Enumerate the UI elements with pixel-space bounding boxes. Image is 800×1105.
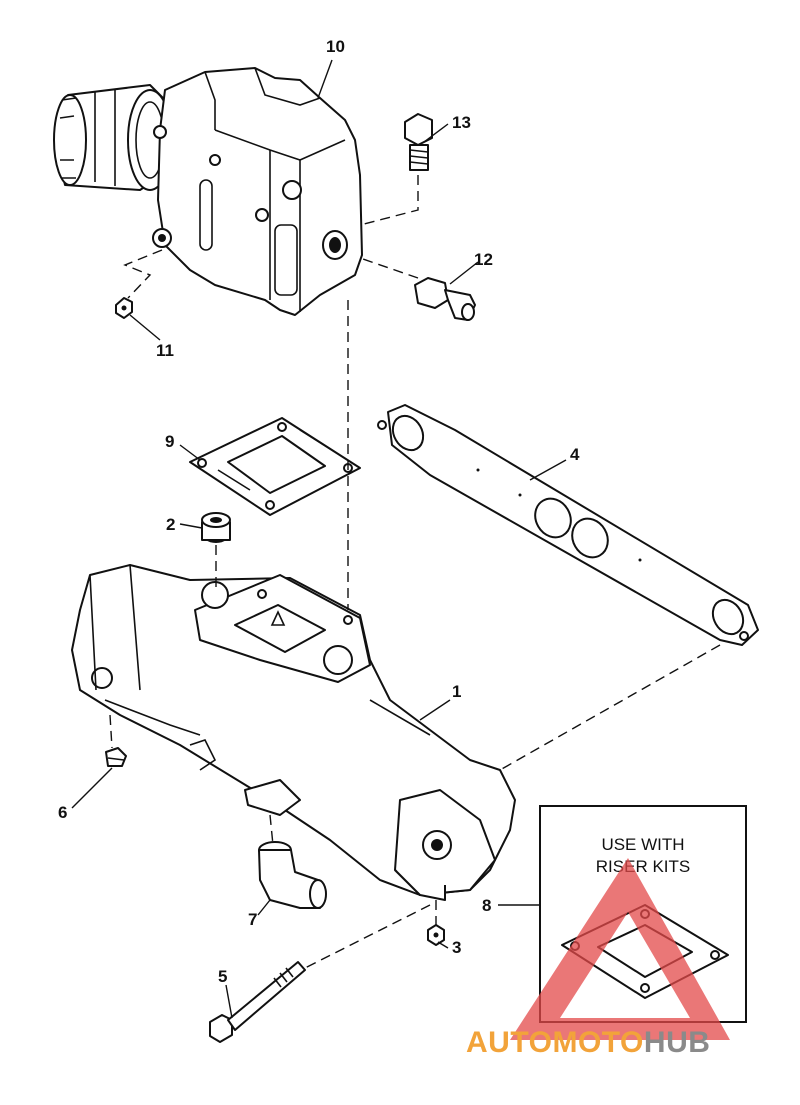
callout-1: 1 xyxy=(452,682,461,701)
manifold-gasket-part-4 xyxy=(377,404,759,646)
stud-bolt-part-5 xyxy=(209,961,306,1043)
note-line-1: USE WITH xyxy=(601,835,684,854)
nut-part-3 xyxy=(427,924,445,946)
callout-3: 3 xyxy=(452,938,461,957)
watermark-text-hub: HUB xyxy=(644,1026,711,1059)
watermark-logo-mark xyxy=(510,858,730,1040)
callout-8: 8 xyxy=(482,896,491,915)
pipe-plug-part-2 xyxy=(201,512,231,543)
plug-part-11 xyxy=(115,297,133,319)
assembly-dashed-lines xyxy=(109,175,721,969)
bolt-part-13 xyxy=(404,113,433,171)
callout-5: 5 xyxy=(218,967,227,986)
elbow-fitting-part-7 xyxy=(258,841,327,909)
watermark-text-auto: AUTOMOTO xyxy=(466,1026,644,1059)
riser-gasket-part-9 xyxy=(189,417,361,516)
callout-6: 6 xyxy=(58,803,67,822)
hose-fitting-part-12 xyxy=(414,277,476,321)
leader-lines xyxy=(71,59,567,1019)
note-line-2: RISER KITS xyxy=(596,857,690,876)
callout-4: 4 xyxy=(570,445,580,464)
clip-part-6 xyxy=(105,747,127,767)
callout-7: 7 xyxy=(248,910,257,929)
callout-12: 12 xyxy=(474,250,493,269)
exhaust-elbow-part-10 xyxy=(53,67,363,316)
callout-2: 2 xyxy=(166,515,175,534)
watermark-text: AUTOMOTOHUB xyxy=(466,1026,710,1059)
callout-labels: 10 13 12 11 9 4 2 1 6 8 7 3 5 xyxy=(58,37,580,986)
callout-13: 13 xyxy=(452,113,471,132)
exhaust-manifold-part-1 xyxy=(71,564,516,901)
automotohub-watermark: AUTOMOTOHUB xyxy=(466,858,730,1059)
callout-11: 11 xyxy=(156,341,174,360)
callout-10: 10 xyxy=(326,37,345,56)
callout-9: 9 xyxy=(165,432,174,451)
